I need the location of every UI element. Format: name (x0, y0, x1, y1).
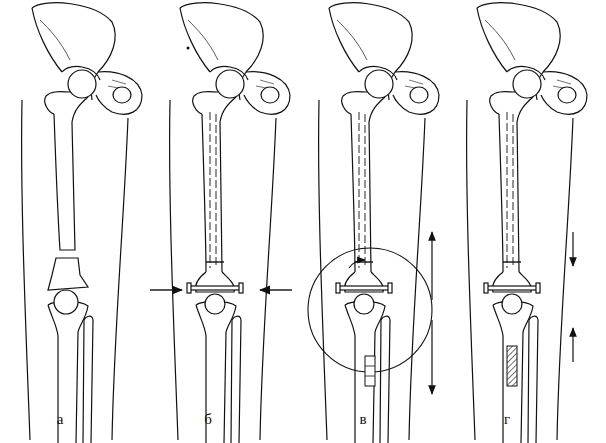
panel-letter-wrap: б (204, 410, 212, 428)
panel-d (467, 3, 587, 443)
panel-letter-wrap: г (504, 410, 510, 428)
panel-letter-wrap: в (359, 410, 366, 428)
panel-letter: г (504, 411, 510, 427)
panel-letter: в (359, 411, 366, 427)
panel-b (150, 3, 292, 443)
panel-letter-wrap: а (57, 410, 64, 428)
panel-c (308, 3, 439, 443)
panel-letter: б (204, 411, 212, 427)
panel-a (22, 3, 142, 443)
panel-letter: а (57, 411, 64, 427)
